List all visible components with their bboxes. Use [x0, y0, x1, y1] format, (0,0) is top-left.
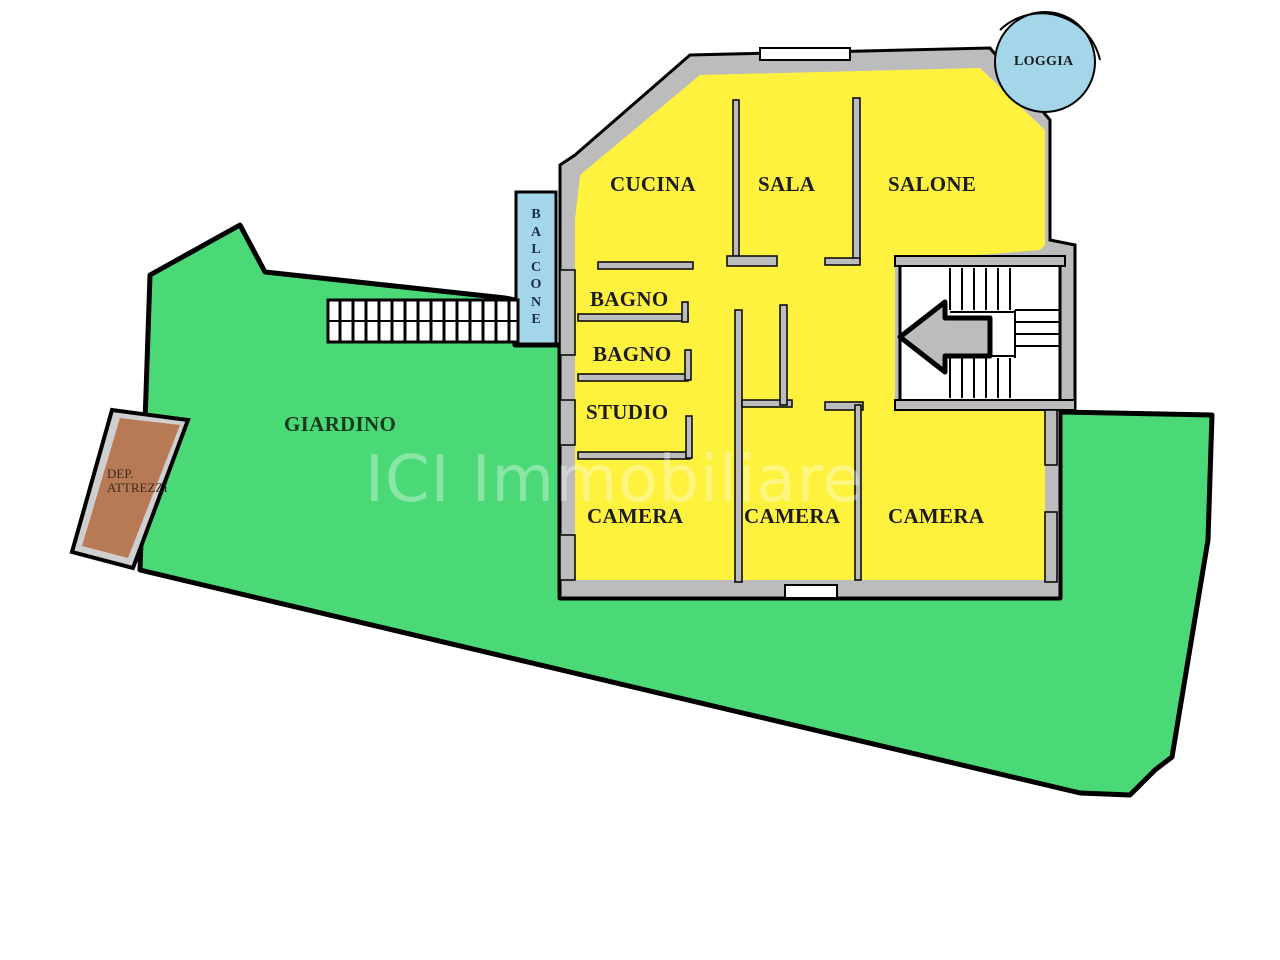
room-label-balcone: BALCONE [530, 207, 542, 327]
room-label-giardino: GIARDINO [284, 412, 397, 436]
dep-line-1: DEP. [107, 466, 134, 481]
room-label-salone: SALONE [888, 172, 977, 196]
room-label-bagno-2: BAGNO [593, 342, 672, 366]
room-label-camera-1: CAMERA [587, 504, 684, 528]
exterior-stairs [326, 298, 520, 344]
entrance-arrow-icon [897, 299, 993, 375]
loggia-area [994, 11, 1096, 113]
room-label-studio: STUDIO [586, 400, 669, 424]
watermark: ICI Immobiliare [365, 443, 863, 517]
room-label-loggia: LOGGIA [1014, 54, 1074, 69]
room-label-camera-3: CAMERA [888, 504, 985, 528]
interior-walls [559, 97, 1058, 583]
room-label-bagno-1: BAGNO [590, 287, 669, 311]
dep-line-2: ATTREZZI [107, 480, 168, 495]
room-label-camera-2: CAMERA [744, 504, 841, 528]
stairwell [894, 255, 1076, 411]
room-label-dep-attrezzi: DEP. ATTREZZI [107, 467, 168, 495]
room-label-sala: SALA [758, 172, 816, 196]
room-label-cucina: CUCINA [610, 172, 696, 196]
